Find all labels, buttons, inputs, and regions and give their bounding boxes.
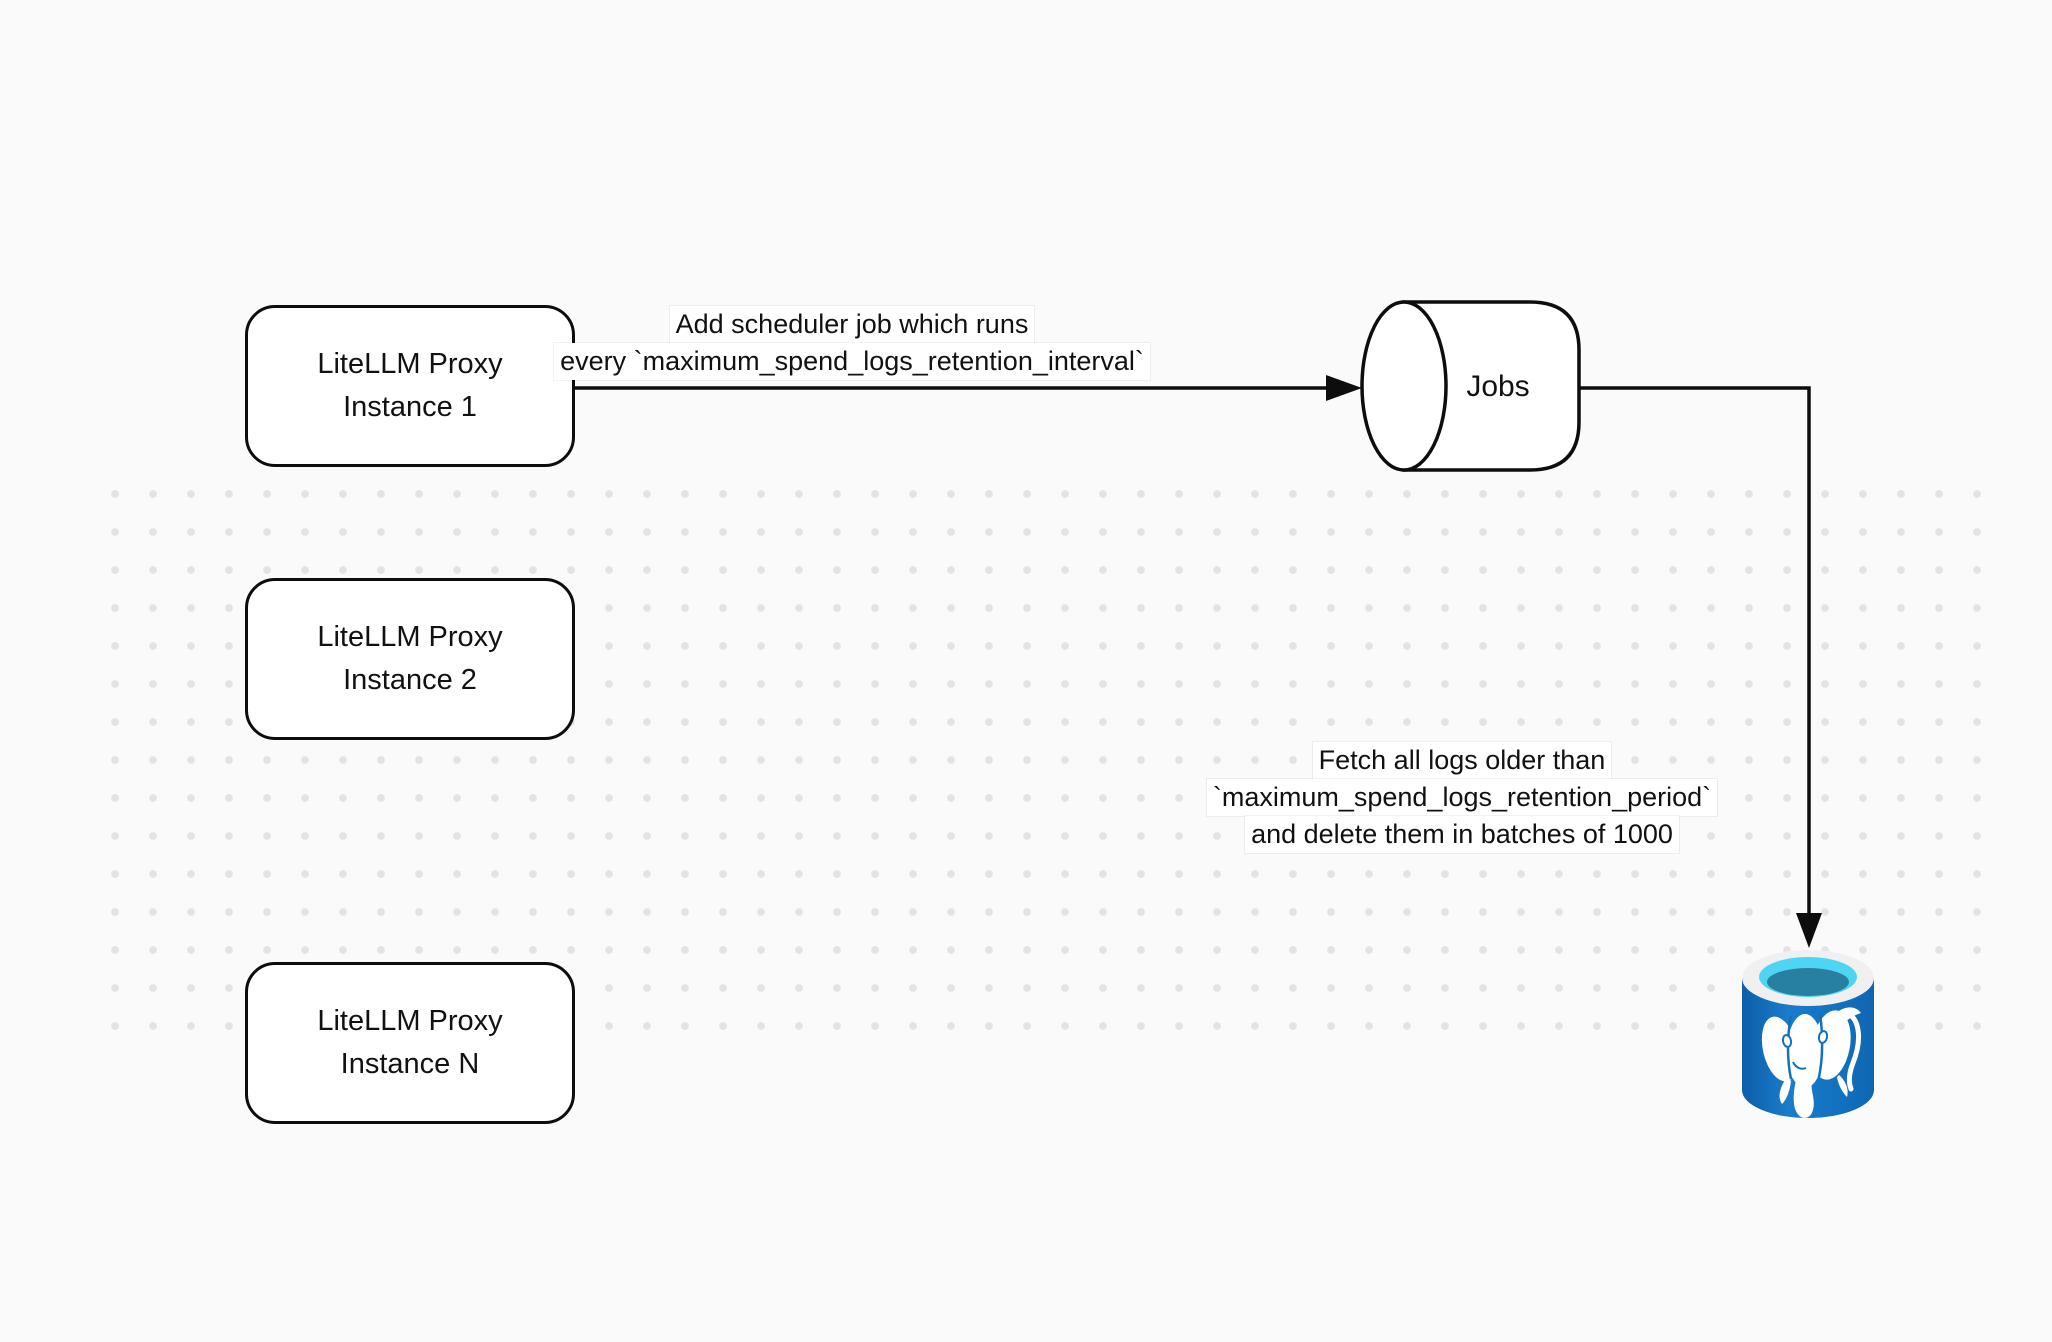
edge-label-line: every `maximum_spend_logs_retention_inte… [554, 343, 1150, 380]
node-litellm-proxy-instance-n: LiteLLM Proxy Instance N [245, 962, 575, 1124]
postgres-elephant-icon [1761, 1007, 1861, 1118]
edge-label-line: `maximum_spend_logs_retention_period` [1206, 779, 1718, 816]
edge-label-line: Add scheduler job which runs [669, 306, 1035, 343]
edge-label-line: Fetch all logs older than [1312, 742, 1612, 779]
arrow-proxy-to-jobs [574, 375, 1362, 401]
edge-label-line: and delete them in batches of 1000 [1245, 816, 1679, 853]
jobs-queue-cylinder [1360, 300, 1581, 472]
node-litellm-proxy-instance-2: LiteLLM Proxy Instance 2 [245, 578, 575, 740]
node-litellm-proxy-instance-1: LiteLLM Proxy Instance 1 [245, 305, 575, 467]
node-label-line: Instance 2 [343, 664, 477, 696]
arrowhead-down-icon [1796, 913, 1822, 948]
edge-label-fetch-delete: Fetch all logs older than `maximum_spend… [1202, 742, 1722, 853]
arrow-jobs-to-postgres [1579, 386, 1822, 948]
edge-label-add-scheduler: Add scheduler job which runs every `maxi… [552, 306, 1152, 380]
node-label-line: LiteLLM Proxy [317, 1005, 503, 1037]
node-label-line: LiteLLM Proxy [317, 621, 503, 653]
node-label-line: Instance 1 [343, 391, 477, 423]
jobs-cylinder-label: Jobs [1466, 370, 1530, 403]
postgresql-database-icon [1742, 950, 1874, 1118]
node-label-line: Instance N [340, 1048, 480, 1080]
arrowhead-right-icon [1326, 375, 1362, 401]
node-label-line: LiteLLM Proxy [317, 348, 503, 380]
